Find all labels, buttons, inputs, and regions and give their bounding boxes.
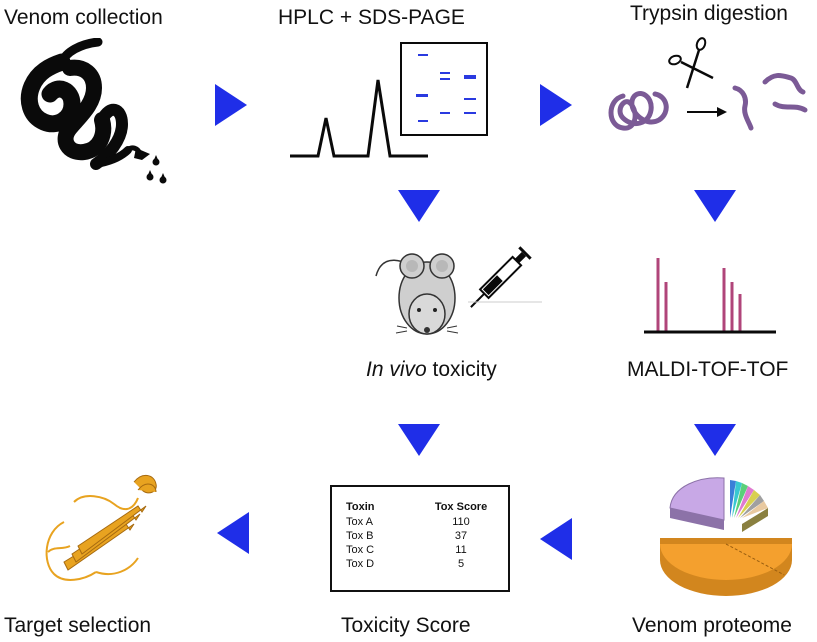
step-label-in-vivo-toxicity: In vivo toxicity (366, 358, 497, 382)
pie-small-slices (730, 480, 768, 518)
hplc-chromatogram (290, 79, 428, 158)
tox-score: 11 (455, 544, 467, 556)
step-label-venom-proteome: Venom proteome (632, 614, 792, 637)
table-row: Tox A 110 (346, 515, 506, 529)
arrow-right-2 (540, 84, 572, 126)
toxin-name: Tox D (346, 558, 375, 570)
digestion-arrow-icon (687, 107, 727, 117)
arrow-down-3 (398, 424, 440, 456)
step-label-toxicity-score: Toxicity Score (341, 614, 471, 637)
arrow-down-2 (694, 190, 736, 222)
toxicity-text: toxicity (426, 358, 497, 381)
arrow-left-2 (217, 512, 249, 554)
snake-illustration (20, 38, 167, 184)
toxin-name: Tox A (346, 516, 373, 528)
maldi-spectrum (644, 258, 776, 334)
step-label-hplc-sds-page: HPLC + SDS-PAGE (278, 6, 465, 29)
step-label-target-selection: Target selection (4, 614, 152, 637)
protein-structure-illustration (45, 475, 157, 581)
tox-score: 5 (457, 558, 465, 570)
arrow-right-1 (215, 84, 247, 126)
table-header-toxin: Toxin (346, 501, 375, 513)
table-row: Tox B 37 (346, 529, 506, 543)
arrow-down-4 (694, 424, 736, 456)
step-label-maldi: MALDI-TOF-TOF (627, 358, 789, 381)
toxin-name: Tox B (346, 530, 374, 542)
pie-slice-lilac (669, 477, 725, 521)
toxin-name: Tox C (346, 544, 375, 556)
mouse-illustration (375, 246, 542, 335)
scissors-icon (668, 37, 714, 89)
arrow-left-1 (540, 518, 572, 560)
toxicity-score-table: Toxin Tox Score Tox A 110 Tox B 37 Tox C 11… (330, 485, 510, 592)
step-label-venom-collection: Venom collection (4, 6, 163, 29)
tox-score: 110 (452, 516, 470, 528)
sds-page-gel (400, 42, 488, 136)
venom-proteome-pie-chart (660, 477, 792, 596)
table-row: Tox C 11 (346, 543, 506, 557)
table-header-tox-score: Tox Score (434, 501, 488, 513)
syringe-icon (470, 246, 532, 308)
in-vivo-italic: In vivo (366, 358, 427, 381)
step-label-trypsin-digestion: Trypsin digestion (630, 2, 788, 25)
trypsin-digestion-illustration (608, 37, 808, 131)
table-row: Tox D 5 (346, 557, 506, 571)
arrow-down-1 (398, 190, 440, 222)
tox-score: 37 (454, 530, 468, 542)
